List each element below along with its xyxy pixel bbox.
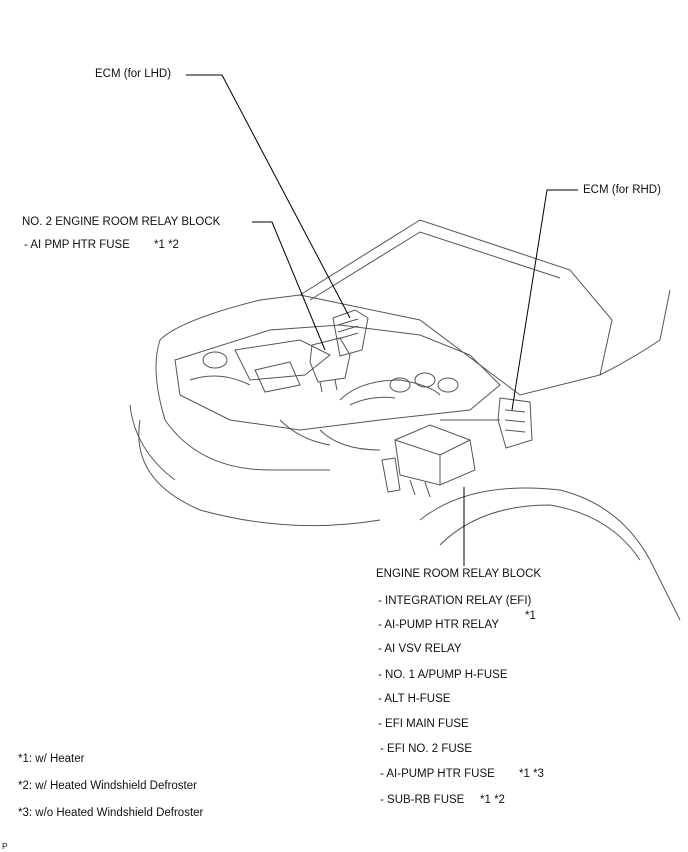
engine-block — [174, 324, 501, 431]
erb-item: - ALT H-FUSE — [378, 693, 451, 705]
ecm-rhd-label: ECM (for RHD) — [583, 184, 661, 196]
footnote: *2: w/ Heated Windshield Defroster — [18, 780, 197, 792]
corner-mark: P — [2, 841, 8, 851]
no2-relay-block-shape — [309, 337, 351, 383]
ecm-rhd-shape — [497, 397, 533, 449]
hood-outline — [298, 219, 613, 396]
erb-item: - AI VSV RELAY — [378, 643, 462, 655]
leader-ecm-rhd — [511, 189, 578, 411]
leader-no2-block — [252, 221, 326, 351]
footnote: *3: w/o Heated Windshield Defroster — [18, 807, 204, 819]
ecm-lhd-label: ECM (for LHD) — [95, 68, 172, 80]
erb-item: - SUB-RB FUSE — [380, 794, 465, 806]
no2-item-label: - AI PMP HTR FUSE — [24, 239, 130, 251]
no2-block-label: NO. 2 ENGINE ROOM RELAY BLOCK — [22, 216, 221, 228]
erb-item: - EFI NO. 2 FUSE — [380, 743, 473, 755]
erb-item: - AI-PUMP HTR FUSE — [380, 768, 495, 780]
erb-item-note: *1 — [525, 610, 536, 622]
no2-item-notes: *1 *2 — [154, 239, 179, 251]
erb-item: - AI-PUMP HTR RELAY — [378, 619, 499, 631]
erb-item: - NO. 1 A/PUMP H-FUSE — [378, 669, 508, 681]
erb-item: - INTEGRATION RELAY (EFI) — [378, 595, 532, 607]
front-bumper — [138, 419, 381, 527]
leader-ecm-lhd — [186, 74, 351, 319]
right-fender — [419, 487, 681, 621]
ecm-lhd-shape — [332, 309, 369, 357]
left-fender — [159, 294, 301, 341]
erb-title: ENGINE ROOM RELAY BLOCK — [376, 568, 542, 580]
erb-item-note: *1 *3 — [519, 768, 544, 780]
erb-item: - EFI MAIN FUSE — [378, 718, 469, 730]
footnote: *1: w/ Heater — [18, 753, 85, 765]
erb-shape — [394, 424, 476, 486]
erb-item-note: *1 *2 — [480, 794, 505, 806]
